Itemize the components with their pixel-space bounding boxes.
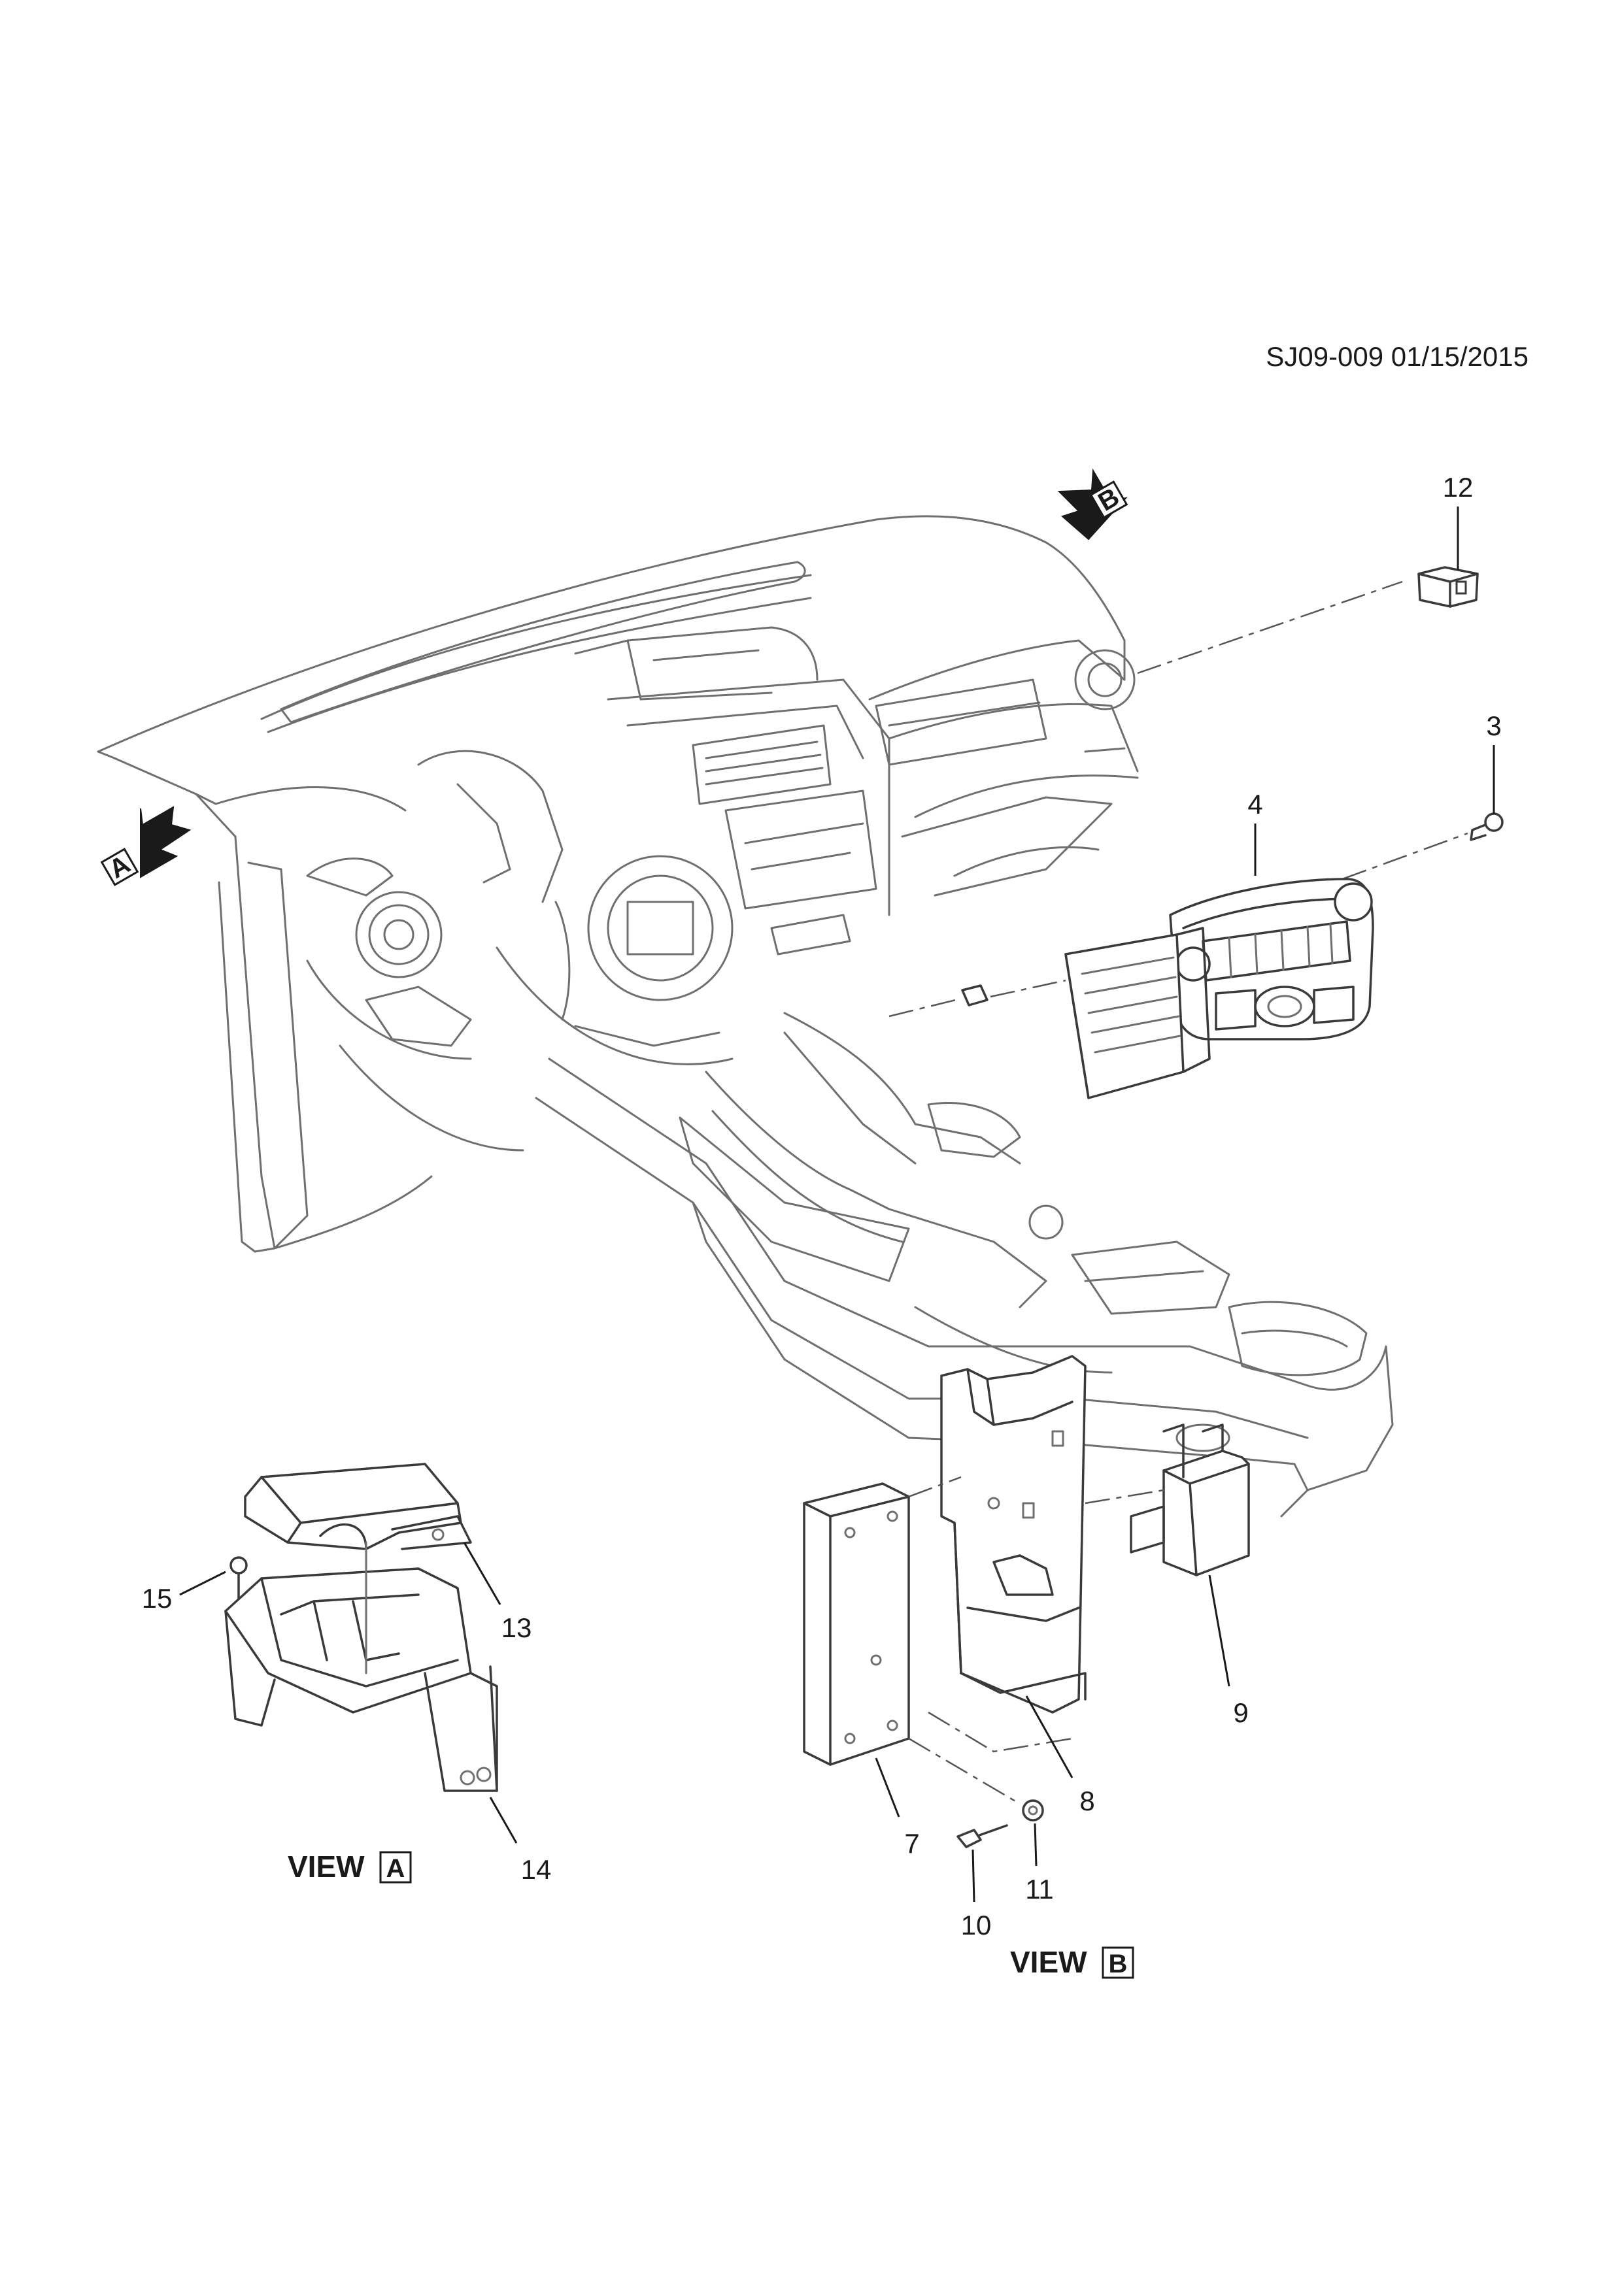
- leader-15: [179, 1571, 226, 1596]
- callout-11: 11: [1025, 1874, 1054, 1905]
- callout-7: 7: [904, 1828, 919, 1859]
- view-b-letter-box: [1102, 1946, 1134, 1979]
- part-11-nut: [1022, 1799, 1044, 1822]
- callout-10: 10: [961, 1910, 992, 1940]
- instrument-panel-assembly: [97, 515, 1139, 1253]
- part-14-bracket: [224, 1541, 498, 1792]
- view-a-label: VIEW A: [288, 1850, 412, 1884]
- phantom-line-4: [888, 997, 962, 1018]
- callout-4: 4: [1247, 789, 1262, 820]
- view-b-label: VIEW B: [1010, 1945, 1134, 1979]
- callout-9: 9: [1233, 1697, 1248, 1728]
- part-7-module: [803, 1482, 910, 1766]
- view-marker-a-box: [100, 848, 139, 886]
- view-b-letter: B: [1109, 1950, 1128, 1978]
- callout-14: 14: [521, 1854, 552, 1885]
- part-4-radio-assembly: [1064, 878, 1374, 1099]
- leader-8: [1025, 1695, 1073, 1778]
- leader-9: [1208, 1574, 1230, 1687]
- view-marker-a-letter: A: [104, 850, 135, 884]
- view-marker-b: B: [1057, 468, 1128, 541]
- callout-13: 13: [501, 1612, 532, 1643]
- view-a-word: VIEW: [288, 1850, 365, 1884]
- leader-14: [489, 1797, 518, 1844]
- leader-13: [463, 1542, 501, 1605]
- document-code: SJ09-009 01/15/2015: [1266, 341, 1529, 372]
- part-12-switch: [1417, 566, 1479, 608]
- view-marker-a: A: [100, 806, 192, 886]
- view-b-word: VIEW: [1010, 1945, 1087, 1979]
- callout-12: 12: [1443, 472, 1474, 503]
- leader-7: [875, 1757, 900, 1818]
- callout-15: 15: [142, 1583, 173, 1614]
- leader-11: [1034, 1823, 1038, 1867]
- leader-10: [972, 1849, 975, 1903]
- part-10-bolt: [956, 1824, 1008, 1848]
- part-13-module: [244, 1463, 472, 1550]
- phantom-line-12: [1137, 580, 1403, 674]
- callout-3: 3: [1486, 710, 1501, 741]
- view-marker-b-box: [1089, 480, 1128, 519]
- part-3-screw: [1470, 812, 1504, 841]
- view-a-letter-box: [379, 1851, 412, 1884]
- view-b-parts: [803, 1355, 1250, 1848]
- view-a-parts: [224, 1463, 498, 1792]
- view-a-letter: A: [386, 1854, 405, 1883]
- part-8-bracket: [940, 1355, 1087, 1714]
- floor-console: [535, 1012, 1394, 1518]
- part-9-module: [1130, 1423, 1250, 1576]
- callout-8: 8: [1079, 1786, 1094, 1816]
- part-15-screw: [229, 1556, 248, 1603]
